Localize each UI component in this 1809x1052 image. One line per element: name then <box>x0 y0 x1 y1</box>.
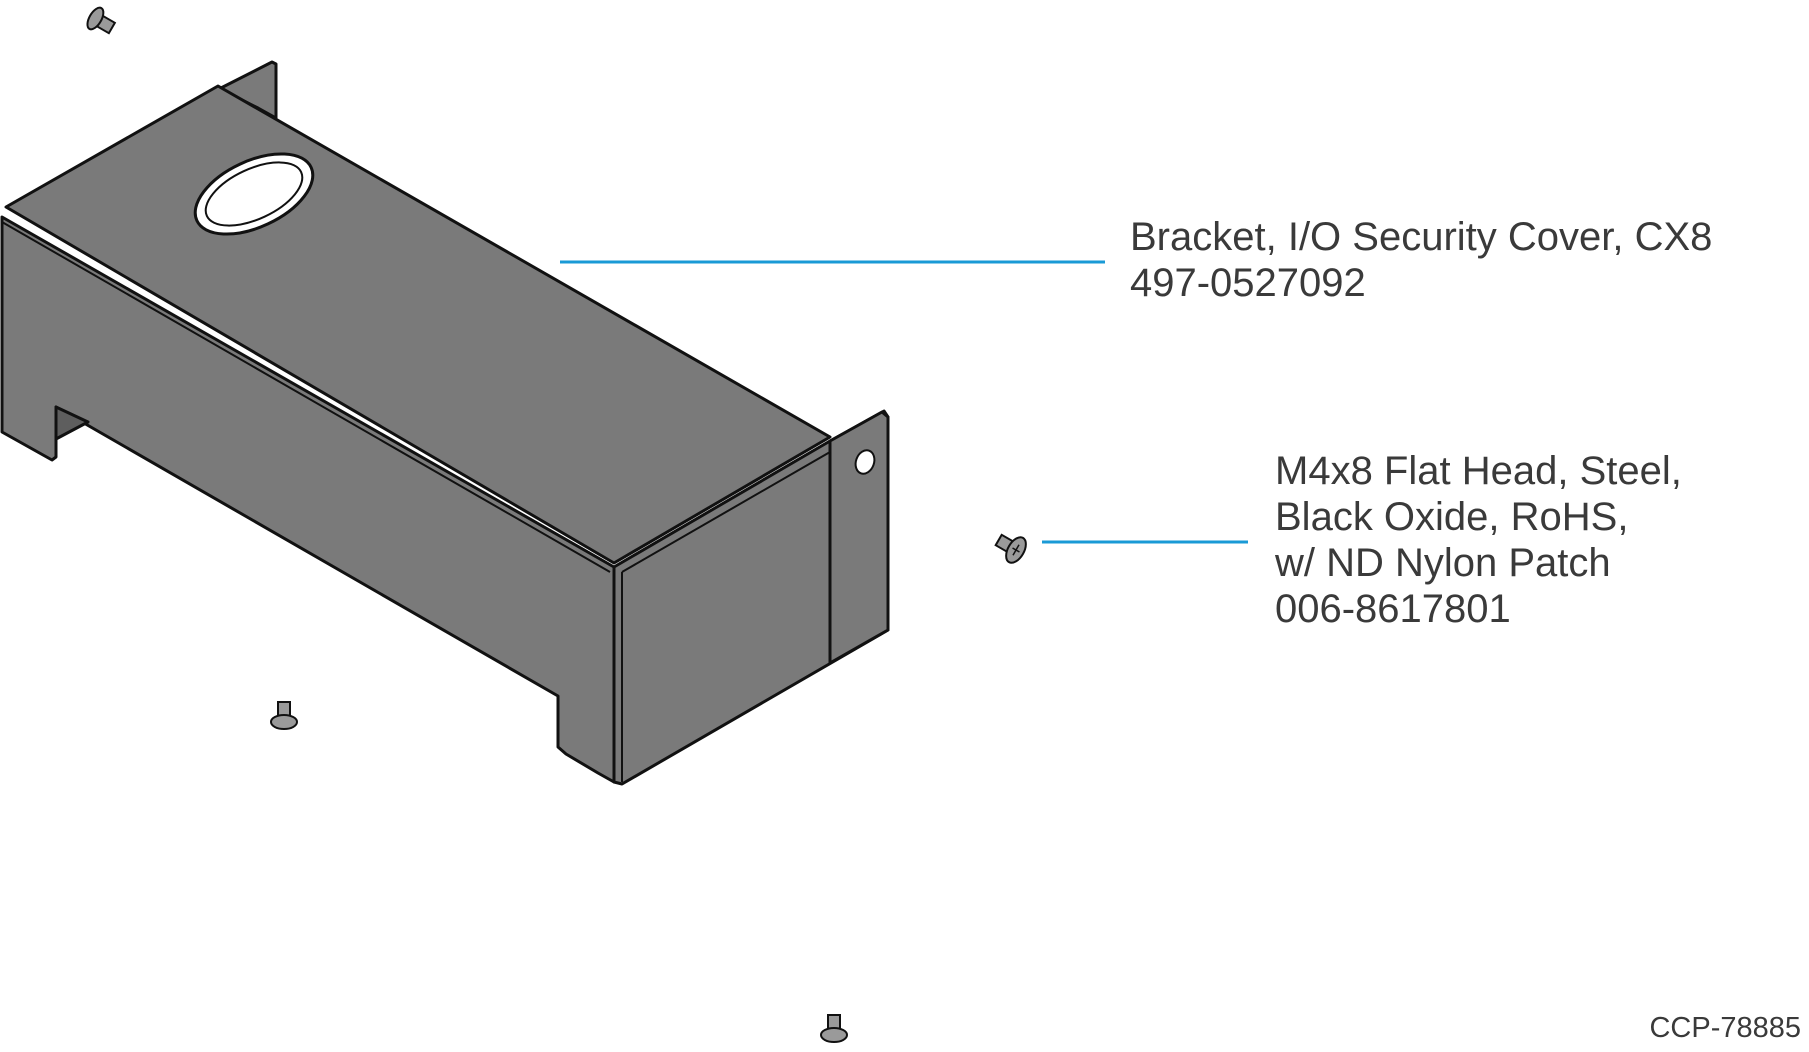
bracket-name: Bracket, I/O Security Cover, CX8 <box>1130 215 1713 259</box>
screw-line-1: M4x8 Flat Head, Steel, <box>1275 449 1682 493</box>
document-id: CCP-78885 <box>1649 1012 1801 1044</box>
screw-line-2: Black Oxide, RoHS, <box>1275 495 1629 539</box>
screw-top-left <box>86 6 117 35</box>
screw-callout-text: M4x8 Flat Head, Steel, Black Oxide, RoHS… <box>1275 448 1682 632</box>
bracket-part-number: 497-0527092 <box>1130 261 1366 305</box>
bracket-end-fold-2 <box>621 451 831 573</box>
screw-line-3: w/ ND Nylon Patch <box>1275 541 1611 585</box>
bracket-part <box>0 60 890 786</box>
bracket-mounting-hole <box>854 449 876 475</box>
screw-callout <box>994 533 1027 564</box>
bracket-callout: Bracket, I/O Security Cover, CX8 497-052… <box>1130 214 1712 306</box>
bracket-fold-line <box>1 221 611 573</box>
bracket-inner-cut <box>54 405 90 441</box>
screw-part-number: 006-8617801 <box>1275 587 1511 631</box>
bracket-end-flange <box>828 410 890 665</box>
bracket-cable-hole <box>193 152 315 236</box>
screw-bottom-center <box>820 1014 848 1043</box>
screw-bottom-left <box>270 701 298 730</box>
bracket-cable-hole-inner <box>204 161 304 227</box>
